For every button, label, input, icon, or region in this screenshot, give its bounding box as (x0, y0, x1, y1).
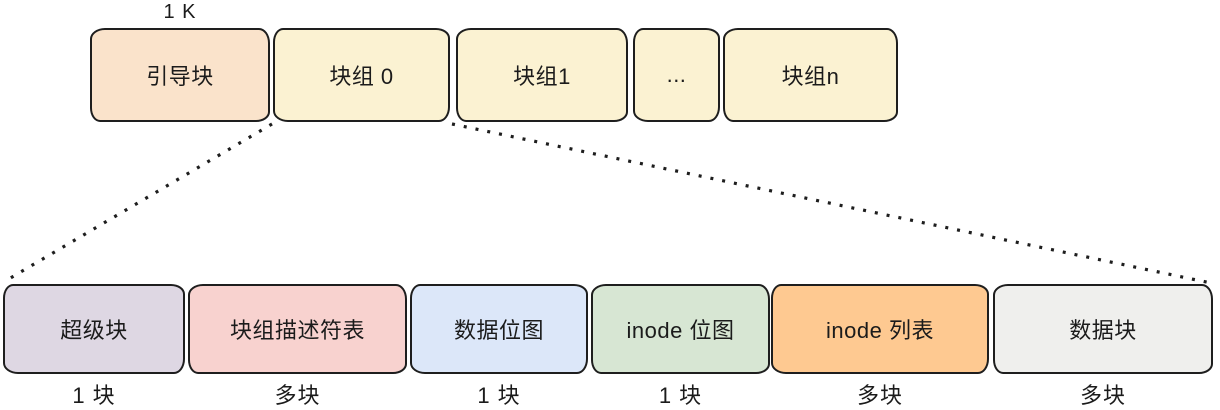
block-boot-label: 引导块 (146, 64, 214, 89)
block-data-bitmap: 数据位图 (410, 284, 588, 374)
count-data-bitmap: 1 块 (477, 383, 521, 408)
count-superblock: 1 块 (72, 383, 116, 408)
block-group-n: 块组n (723, 28, 898, 122)
block-inode-bitmap: inode 位图 (591, 284, 770, 374)
count-group-descriptor-table: 多块 (274, 383, 321, 408)
block-group-n-label: 块组n (781, 64, 840, 89)
expansion-line-left (6, 122, 273, 282)
expansion-line-right (451, 122, 1212, 285)
block-data-blocks: 数据块 (993, 284, 1213, 374)
block-inode-table-label: inode 列表 (826, 318, 934, 343)
block-superblock-label: 超级块 (60, 318, 128, 343)
count-data-blocks: 多块 (1079, 383, 1126, 408)
block-group-descriptor-table: 块组描述符表 (188, 284, 407, 374)
boot-block-size-label: 1 K (163, 1, 197, 23)
block-group-0-label: 块组 0 (329, 64, 394, 89)
block-superblock: 超级块 (3, 284, 185, 374)
block-data-blocks-label: 数据块 (1069, 318, 1137, 343)
count-inode-bitmap: 1 块 (658, 383, 703, 408)
block-group-1: 块组1 (456, 28, 628, 122)
block-data-bitmap-label: 数据位图 (453, 318, 544, 343)
block-group-ellipsis-label: ... (666, 62, 687, 87)
block-group-ellipsis: ... (633, 28, 720, 122)
block-group-0: 块组 0 (273, 28, 450, 122)
count-inode-table: 多块 (856, 383, 903, 408)
block-inode-bitmap-label: inode 位图 (626, 318, 735, 343)
block-group-1-label: 块组1 (513, 64, 571, 89)
block-group-descriptor-table-label: 块组描述符表 (229, 318, 365, 343)
block-inode-table: inode 列表 (771, 284, 989, 374)
block-boot: 引导块 (90, 28, 270, 122)
